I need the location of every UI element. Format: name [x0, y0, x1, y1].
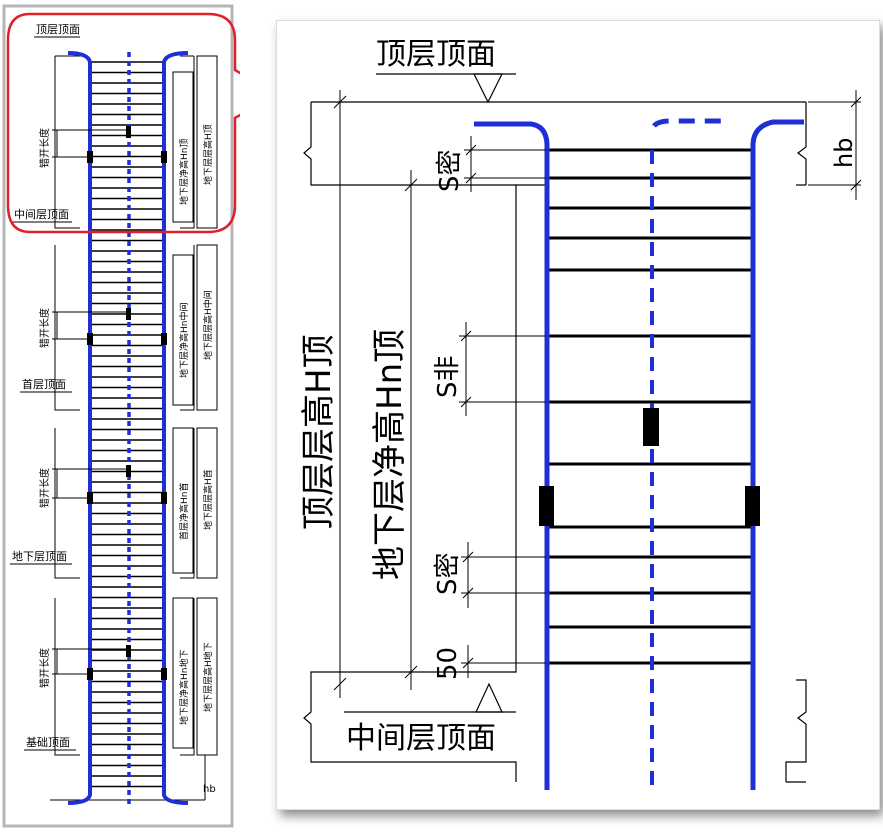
- level-middle-slab-label: 中间层顶面: [14, 208, 69, 221]
- middle-slab-label: 中间层顶面: [346, 721, 496, 756]
- hb-dimension: [808, 90, 862, 200]
- floor-2-height-label: 地下层层高H中间: [202, 290, 214, 360]
- level-first-slab-label: 首层顶面: [22, 377, 66, 391]
- s-dense-bottom-label: S密: [433, 552, 463, 595]
- highlight-callout: [6, 12, 240, 234]
- top-slab-marker: [376, 73, 516, 104]
- middle-slab-marker: [344, 682, 516, 713]
- first-stirrup-offset-label: 50: [433, 647, 463, 680]
- overview-hb-label: hb: [203, 784, 216, 795]
- detail-stirrups: [546, 148, 751, 665]
- clear-height-label: 地下层净高Hn顶: [370, 329, 410, 580]
- floor-4-height-label: 地下层层高H地下: [202, 642, 214, 712]
- overview-height-dims: [172, 55, 218, 800]
- overview-level-labels: 顶层顶面 中间层顶面 首层顶面 地下层顶面 基础顶面: [10, 23, 80, 751]
- splice-label-1: 错开长度: [38, 128, 51, 168]
- splice-label-2: 错开长度: [38, 308, 51, 348]
- overview-splice-markers: [87, 126, 167, 680]
- floor-1-clear-label: 地下层净高Hn顶: [178, 139, 190, 205]
- s-dense-top-label: S密: [435, 149, 465, 192]
- floor-height-dimension: [333, 90, 347, 698]
- s-sparse-label: S非: [433, 355, 463, 398]
- detail-panel: hb 顶层顶面 中间层顶面 顶层层高H顶 地下层净高Hn顶: [276, 20, 880, 810]
- overview-splice-labels: 错开长度 错开长度 错开长度 错开长度: [38, 128, 51, 688]
- top-slab-label: 顶层顶面: [376, 37, 496, 72]
- detail-splice-markers: [539, 408, 760, 526]
- clear-height-dimension: [404, 170, 418, 690]
- floor-1-height-label: 地下层层高H顶: [202, 124, 214, 185]
- splice-label-3: 错开长度: [38, 468, 51, 508]
- overview-panel: 顶层顶面 中间层顶面 首层顶面 地下层顶面 基础顶面 错开长度 错开长度 错开长…: [2, 4, 240, 828]
- level-foundation-label: 基础顶面: [26, 736, 70, 749]
- detail-longitudinal-rebar: [474, 118, 804, 790]
- detail-wall-outline: [303, 101, 807, 783]
- floor-4-clear-label: 地下层净高Hn地下: [178, 650, 190, 725]
- level-top-slab-label: 顶层顶面: [36, 23, 80, 36]
- detail-hb-label: hb: [830, 138, 858, 168]
- floor-3-height-label: 地下层层高H首: [202, 469, 214, 530]
- overview-floor-labels: 地下层净高Hn顶 地下层层高H顶 地下层净高Hn中间 地下层层高H中间 首层净高…: [178, 124, 216, 795]
- floor-3-clear-label: 首层净高Hn首: [178, 483, 190, 540]
- splice-label-4: 错开长度: [38, 648, 51, 688]
- level-basement-slab-label: 地下层顶面: [12, 550, 67, 563]
- floor-height-label: 顶层层高H顶: [299, 334, 339, 530]
- spacing-dimensions: [459, 136, 546, 678]
- detail-frame: [276, 20, 880, 810]
- overview-splice-dims: [52, 129, 126, 675]
- floor-2-clear-label: 地下层净高Hn中间: [178, 303, 190, 378]
- overview-longitudinal-rebar: [67, 51, 189, 805]
